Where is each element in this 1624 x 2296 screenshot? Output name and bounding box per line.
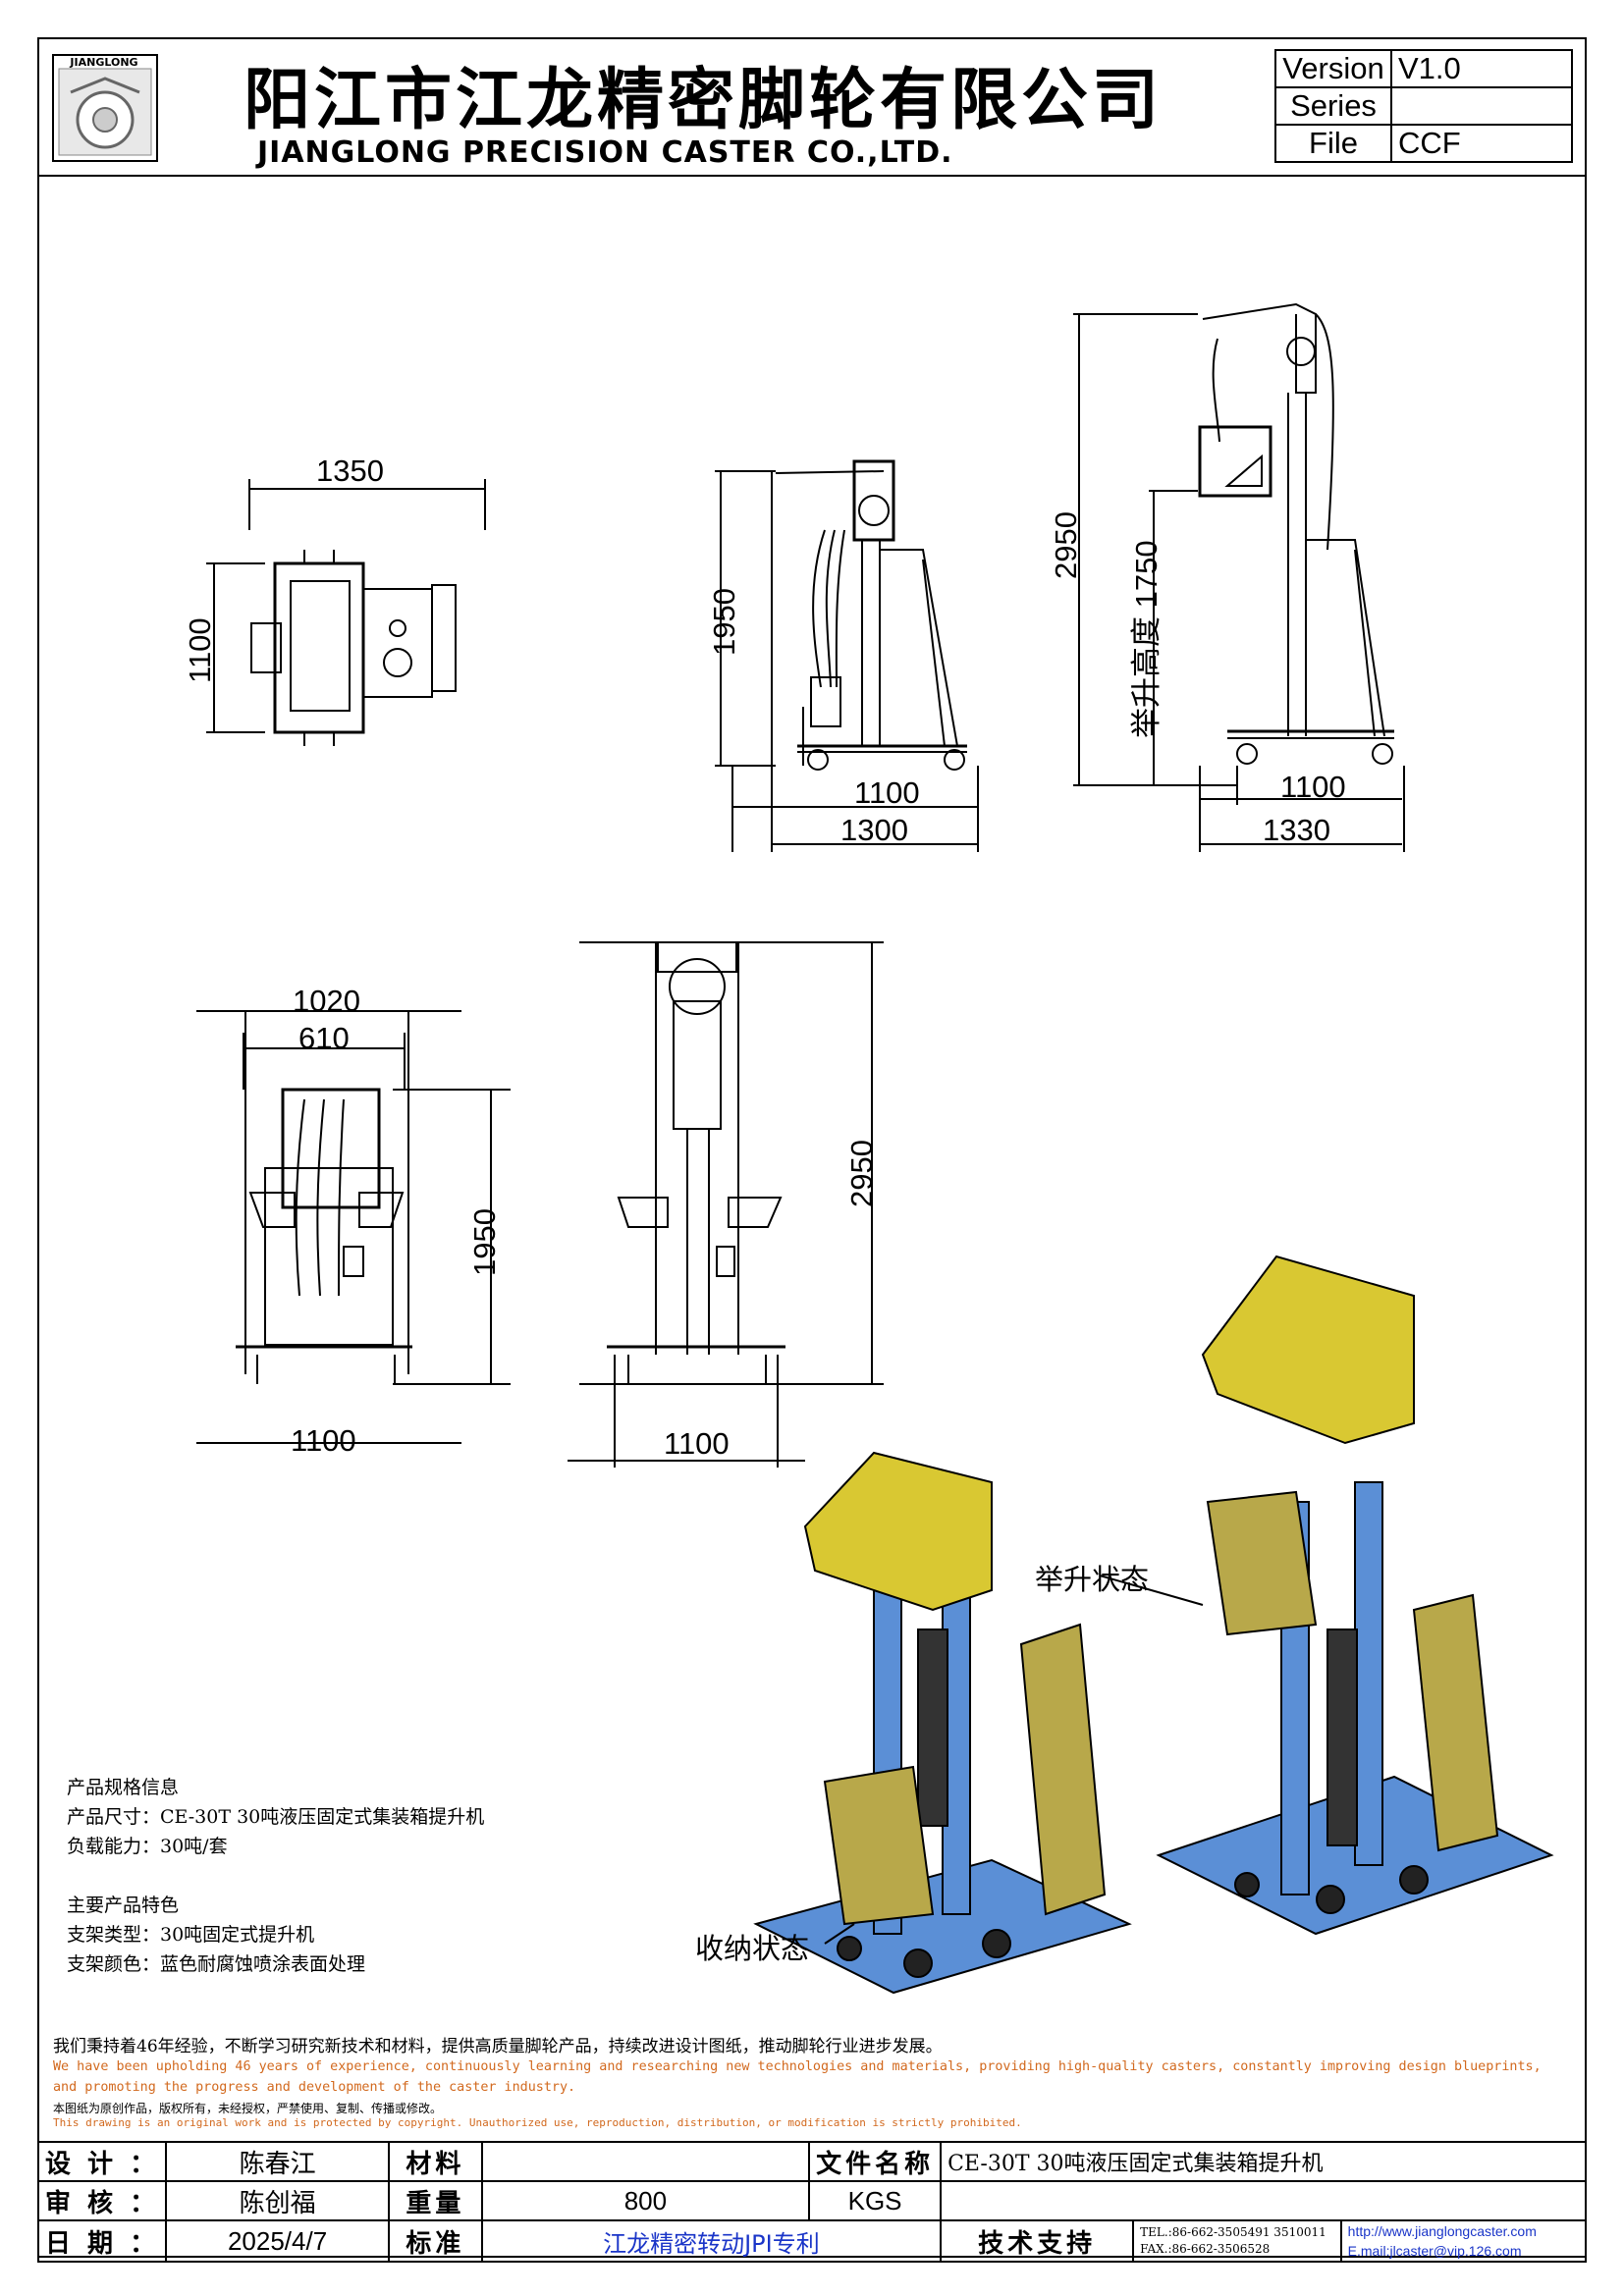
callout-stowed: 收纳状态: [695, 1932, 810, 1965]
standard-label: 标准: [388, 2219, 483, 2263]
company-name-cn: 阳江市江龙精密脚轮有限公司: [244, 62, 1164, 139]
dim-front-height: 1950: [467, 1208, 502, 1276]
dim-front-width: 1020: [293, 984, 360, 1018]
weight-empty: [940, 2180, 1587, 2221]
reviewer: 陈创福: [165, 2180, 391, 2221]
header-divider: [37, 175, 1587, 177]
weight-label: 重量: [388, 2180, 483, 2221]
spec-title-2: 主要产品特色: [67, 1895, 180, 1916]
contact-phone: TEL.:86-662-3505491 3510011 FAX.:86-662-…: [1132, 2219, 1342, 2263]
dim-side2-lift: 举升高度 1750: [1129, 540, 1164, 738]
dim-side-base: 1100: [854, 775, 920, 810]
file-value: CCF: [1390, 124, 1573, 163]
date-label: 日 期 ：: [36, 2219, 168, 2263]
dim-side2-height: 2950: [1049, 511, 1083, 579]
spec-size: 产品尺寸：CE-30T 30吨液压固定式集装箱提升机: [67, 1806, 485, 1828]
spec-frame-color: 支架颜色：蓝色耐腐蚀喷涂表面处理: [67, 1953, 366, 1975]
company-logo: [52, 54, 158, 162]
spec-block: 产品规格信息 产品尺寸：CE-30T 30吨液压固定式集装箱提升机 负载能力：3…: [67, 1773, 484, 1979]
tel: TEL.:86-662-3505491 3510011: [1140, 2225, 1326, 2239]
copyright-en: This drawing is an original work and is …: [53, 2116, 1022, 2129]
spec-frame-type: 支架类型：30吨固定式提升机: [67, 1924, 315, 1946]
design-label: 设 计 ：: [36, 2141, 168, 2182]
material-label: 材料: [388, 2141, 483, 2182]
side-view-retracted: [715, 459, 979, 852]
standard-value: 江龙精密转动JPI专利: [480, 2219, 943, 2263]
dim-side-overall: 1300: [840, 813, 908, 847]
review-label: 审 核 ：: [36, 2180, 168, 2221]
weight-unit: KGS: [808, 2180, 943, 2221]
support-label: 技术支持: [940, 2219, 1135, 2263]
email-link[interactable]: E.mail:jlcaster@vip.126.com: [1347, 2243, 1522, 2259]
render-stowed: [753, 1451, 1132, 1995]
company-name-en: JIANGLONG PRECISION CASTER CO.,LTD.: [257, 135, 953, 170]
filename-value: CE-30T 30吨液压固定式集装箱提升机: [940, 2141, 1587, 2182]
filename-label: 文件名称: [808, 2141, 943, 2182]
title-block: 设 计 ： 陈春江 材料 文件名称 CE-30T 30吨液压固定式集装箱提升机 …: [36, 2141, 1588, 2263]
material-value: [480, 2141, 811, 2182]
dim-front-inner: 610: [298, 1021, 350, 1055]
side-view-lifted: [1073, 302, 1405, 852]
file-label: File: [1274, 124, 1392, 163]
spec-load: 负载能力：30吨/套: [67, 1836, 228, 1857]
copyright-cn: 本图纸为原创作品，版权所有，未经授权，严禁使用、复制、传播或修改。: [53, 2102, 443, 2115]
date-value: 2025/4/7: [165, 2219, 391, 2263]
logo-text: JIANGLONG: [70, 56, 138, 69]
front-view-lifted: [568, 941, 884, 1468]
callout-leader-stowed: [824, 1923, 855, 1945]
dim-front2-base: 1100: [664, 1426, 730, 1461]
dim-top-width: 1350: [316, 454, 384, 488]
dim-front2-height: 2950: [844, 1140, 879, 1207]
mission-en-2: and promoting the progress and developme…: [53, 2080, 576, 2095]
dim-side-height: 1950: [707, 588, 741, 656]
mission-en-1: We have been upholding 46 years of exper…: [53, 2059, 1542, 2074]
contact-web: http://www.jianglongcaster.com E.mail:jl…: [1339, 2219, 1588, 2263]
top-view: [206, 479, 486, 746]
callout-lifted: 举升状态: [1035, 1563, 1150, 1596]
spec-title-1: 产品规格信息: [67, 1777, 180, 1798]
render-lifted: [1156, 1255, 1554, 1936]
mission-statement: 我们秉持着46年经验，不断学习研究新技术和材料，提供高质量脚轮产品，持续改进设计…: [53, 2032, 1581, 2129]
fax: FAX.:86-662-3506528: [1140, 2242, 1271, 2256]
weight-value: 800: [480, 2180, 811, 2221]
dim-side2-base: 1100: [1280, 770, 1346, 804]
dim-front-base: 1100: [291, 1423, 356, 1458]
website-link[interactable]: http://www.jianglongcaster.com: [1347, 2223, 1537, 2239]
designer: 陈春江: [165, 2141, 391, 2182]
front-view-retracted: [196, 1010, 511, 1444]
mission-cn: 我们秉持着46年经验，不断学习研究新技术和材料，提供高质量脚轮产品，持续改进设计…: [53, 2037, 943, 2056]
version-label: Version: [1274, 49, 1392, 88]
series-label: Series: [1274, 86, 1392, 126]
callout-leader-lifted: [1099, 1575, 1204, 1606]
dim-side2-overall: 1330: [1263, 813, 1330, 847]
version-value: V1.0: [1390, 49, 1573, 88]
series-value: [1390, 86, 1573, 126]
dim-top-depth: 1100: [183, 617, 217, 683]
